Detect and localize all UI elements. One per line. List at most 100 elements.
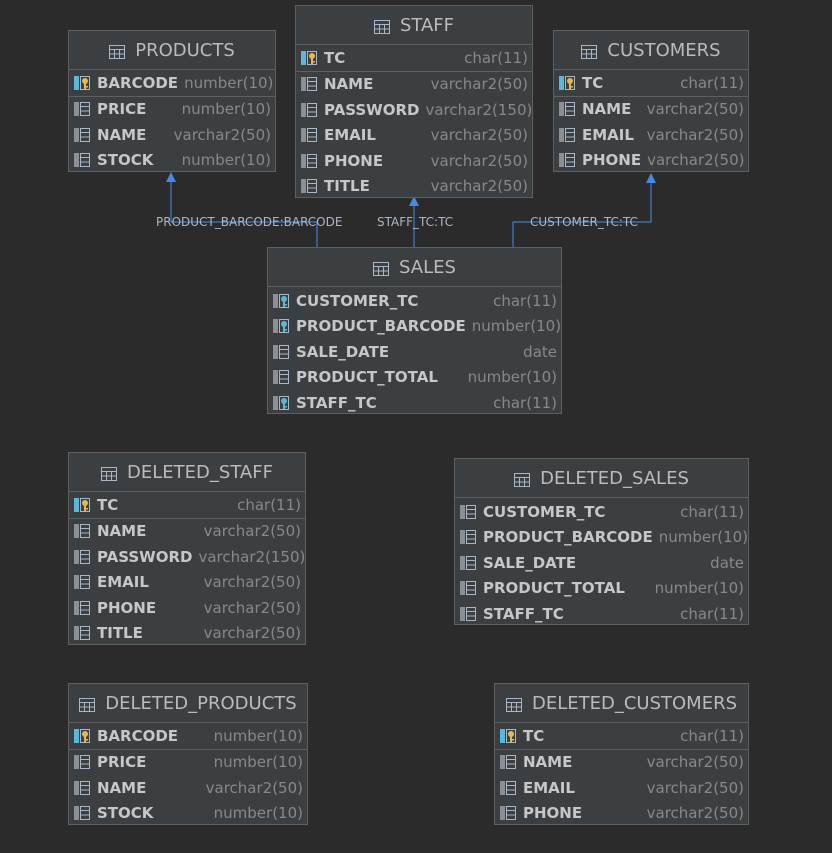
column-icon (300, 102, 318, 118)
table-title: DELETED_CUSTOMERS (531, 692, 738, 714)
relation-arrow-customers (646, 173, 656, 183)
table-title: DELETED_SALES (540, 467, 689, 489)
column-name: PRICE (97, 753, 147, 772)
column-icon (73, 805, 91, 821)
column-name: PASSWORD (324, 100, 420, 119)
column-row[interactable]: PHONE varchar2(50) (296, 148, 532, 174)
column-type: varchar2(50) (430, 151, 528, 170)
column-type: char(11) (680, 727, 744, 746)
column-name: NAME (324, 75, 374, 94)
column-name: PHONE (97, 598, 157, 617)
column-name: CUSTOMER_TC (483, 502, 606, 521)
column-name: PRODUCT_TOTAL (296, 368, 438, 387)
relation-line-product-barcode (170, 181, 318, 247)
primary-key-icon (73, 728, 91, 744)
table-header[interactable]: STAFF (296, 6, 532, 45)
column-icon (73, 600, 91, 616)
table-header[interactable]: DELETED_CUSTOMERS (495, 684, 748, 723)
column-type: char(11) (680, 74, 744, 93)
column-icon (499, 780, 517, 796)
column-name: PHONE (324, 151, 384, 170)
column-name: PHONE (582, 151, 642, 170)
foreign-key-icon (272, 395, 290, 411)
primary-key-icon (499, 728, 517, 744)
column-icon (558, 101, 576, 117)
table-title: CUSTOMERS (607, 39, 721, 61)
column-type: number(10) (467, 368, 557, 387)
table-header[interactable]: CUSTOMERS (554, 31, 748, 70)
primary-key-icon (73, 497, 91, 513)
column-type: varchar2(50) (646, 100, 744, 119)
table-header[interactable]: DELETED_STAFF (69, 453, 305, 492)
column-type: varchar2(50) (430, 177, 528, 196)
table-header[interactable]: DELETED_PRODUCTS (69, 684, 307, 723)
column-name: TC (582, 74, 604, 93)
relation-arrow-products (166, 172, 176, 182)
table-icon (109, 43, 126, 59)
column-icon (459, 504, 477, 520)
table-icon (101, 465, 118, 481)
table-header[interactable]: DELETED_SALES (455, 459, 748, 498)
column-type: varchar2(50) (205, 778, 303, 797)
table-header[interactable]: PRODUCTS (69, 31, 275, 70)
column-icon (73, 152, 91, 168)
relation-label-customer-tc: CUSTOMER_TC:TC (530, 215, 638, 229)
column-name: EMAIL (97, 573, 149, 592)
table-header[interactable]: SALES (268, 248, 561, 287)
primary-key-icon (558, 75, 576, 91)
column-name: STOCK (97, 804, 154, 823)
column-type: varchar2(50) (430, 126, 528, 145)
column-row[interactable]: PRODUCT_TOTAL number(10) (268, 365, 561, 391)
column-name: SALE_DATE (296, 342, 390, 361)
column-name: TC (97, 496, 119, 515)
column-type: date (523, 342, 557, 361)
primary-key-icon (300, 50, 318, 66)
column-row[interactable]: TC char(11) (554, 71, 748, 97)
column-row[interactable]: SALE_DATE date (268, 339, 561, 365)
